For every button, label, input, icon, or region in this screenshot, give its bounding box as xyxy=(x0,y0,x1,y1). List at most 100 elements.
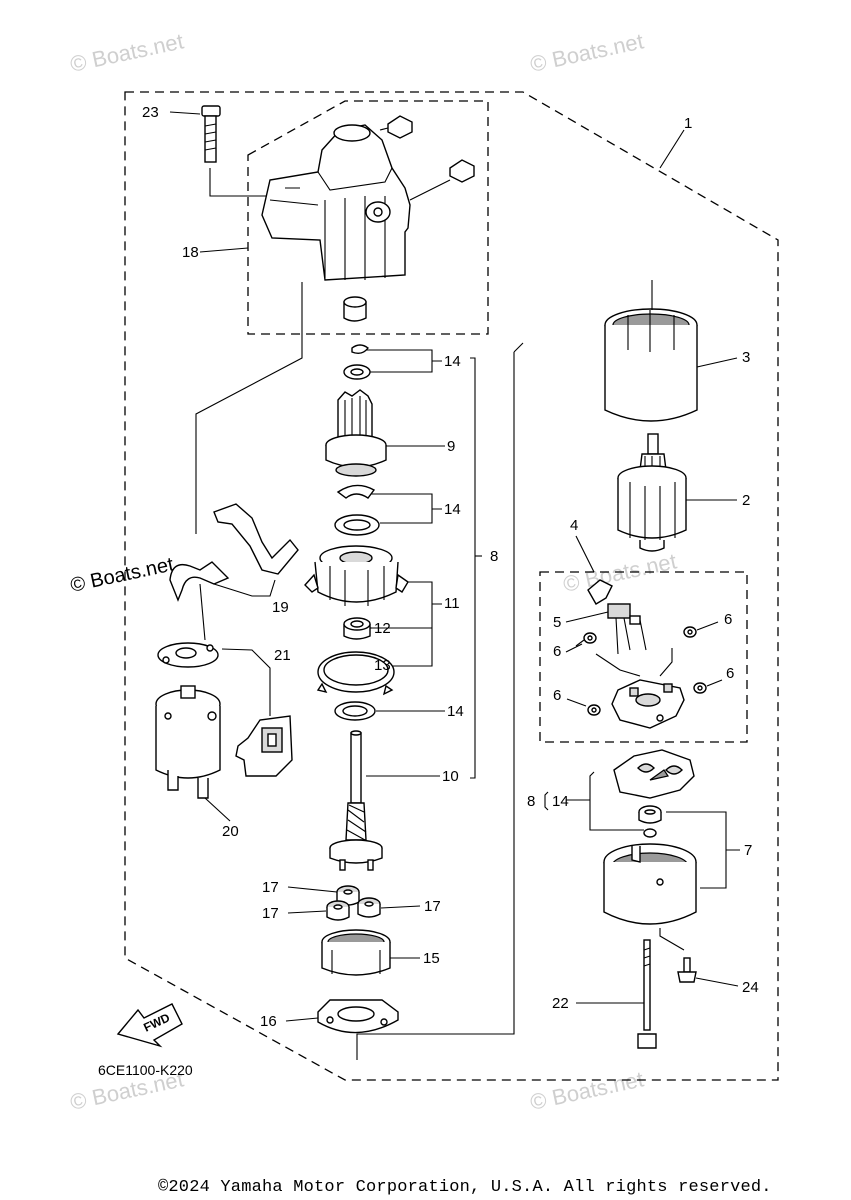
leader-17b xyxy=(287,910,327,914)
planet-gear-17c xyxy=(357,897,381,918)
watermark: © Boats.net xyxy=(561,548,679,596)
leader-6a xyxy=(565,643,583,653)
bracket-7 xyxy=(666,811,740,889)
spring-6a xyxy=(575,632,597,647)
shift-lever-19 xyxy=(169,503,299,602)
callout-17c: 17 xyxy=(424,898,441,915)
plate-13 xyxy=(316,651,395,696)
leader-18 xyxy=(199,247,249,253)
leader-19 xyxy=(213,579,276,597)
callout-14a: 14 xyxy=(444,353,461,370)
diagram-code: 6CE1100-K220 xyxy=(98,1062,193,1078)
callout-19: 19 xyxy=(272,599,289,616)
internal-gear-15 xyxy=(321,929,391,976)
spring-6c xyxy=(587,704,601,716)
callout-labels: 1 2 3 4 5 6 6 6 6 7 8 8 9 10 11 12 13 14… xyxy=(142,104,759,1030)
line-8-right-group xyxy=(356,352,515,1060)
line-8-corner xyxy=(513,342,524,353)
leader-6c xyxy=(566,698,587,707)
callout-15: 15 xyxy=(423,950,440,967)
armature-2 xyxy=(617,433,687,552)
gear-housing-11 xyxy=(304,545,409,606)
leader-18-to-19 xyxy=(195,282,303,534)
leader-17a xyxy=(287,886,338,893)
copyright-notice: ©2024 Yamaha Motor Corporation, U.S.A. A… xyxy=(158,1178,772,1197)
solenoid-group-box xyxy=(247,100,489,335)
leader-6b xyxy=(696,621,719,631)
washer-14d xyxy=(334,514,380,536)
callout-2: 2 xyxy=(742,492,750,509)
callout-9: 9 xyxy=(447,438,455,455)
through-bolt-22 xyxy=(637,939,657,1049)
callout-23: 23 xyxy=(142,104,159,121)
callout-11: 11 xyxy=(444,595,460,612)
callout-13: 13 xyxy=(374,657,391,674)
end-plate-16 xyxy=(317,999,399,1034)
switch-20 xyxy=(155,685,221,799)
leader-6d xyxy=(706,679,723,687)
brush-holder-group-box xyxy=(539,571,748,743)
callout-12: 12 xyxy=(374,620,391,637)
callout-17b: 17 xyxy=(262,905,279,922)
shaft-10 xyxy=(329,730,383,871)
callout-6d: 6 xyxy=(726,665,734,682)
callout-14b: 14 xyxy=(444,501,461,518)
watermark: © Boats.net xyxy=(528,28,646,76)
snap-ring-14c xyxy=(336,484,376,499)
callout-22: 22 xyxy=(552,995,569,1012)
leader-gasket xyxy=(199,583,206,641)
drive-pinion-9 xyxy=(325,389,387,477)
screw-24 xyxy=(677,957,697,983)
leader-17c xyxy=(380,905,421,909)
bracket-8-14-right xyxy=(566,771,644,831)
yoke-3 xyxy=(604,308,698,422)
solenoid-18 xyxy=(261,115,475,322)
leader-21 xyxy=(221,648,271,716)
callout-10: 10 xyxy=(442,768,459,785)
callout-3: 3 xyxy=(742,349,750,366)
leader-3 xyxy=(696,357,738,368)
gasket-21 xyxy=(157,642,219,668)
callout-8-right: 8 xyxy=(527,793,535,810)
callout-1: 1 xyxy=(684,115,692,132)
snap-ring-14a xyxy=(351,344,369,355)
callout-17a: 17 xyxy=(262,879,279,896)
brush-plate xyxy=(595,648,685,729)
bushing-14-right xyxy=(638,805,662,824)
bracket-14-top xyxy=(366,349,442,373)
callout-4: 4 xyxy=(570,517,578,534)
callout-6b: 6 xyxy=(553,643,561,660)
leader-20 xyxy=(204,797,231,822)
callout-6c: 6 xyxy=(553,687,561,704)
spring-6b xyxy=(683,626,697,638)
bracket-11-13 xyxy=(392,581,442,667)
bracket-8 xyxy=(470,357,482,779)
planet-gear-17b xyxy=(326,900,350,921)
callout-8: 8 xyxy=(490,548,498,565)
callout-14d: 14 xyxy=(552,793,569,810)
bearing-12 xyxy=(343,617,371,640)
collar-14b xyxy=(343,364,371,380)
leader-24 xyxy=(695,977,739,987)
brush-5 xyxy=(587,579,647,655)
callout-20: 20 xyxy=(222,823,239,840)
spring-6d xyxy=(693,682,707,694)
bolt-23 xyxy=(169,105,286,197)
watermark: © Boats.net xyxy=(528,1066,646,1114)
cover-21 xyxy=(235,715,293,777)
watermark: © Boats.net xyxy=(68,553,176,596)
callout-5: 5 xyxy=(553,614,561,631)
callout-6a: 6 xyxy=(724,611,732,628)
rear-cover-7 xyxy=(603,843,697,925)
bracket-14-mid xyxy=(370,493,442,524)
bracket-8-14-symbol xyxy=(544,791,549,811)
leader-1 xyxy=(659,129,685,169)
washer-small xyxy=(643,828,657,838)
callout-18: 18 xyxy=(182,244,199,261)
fwd-arrow-icon: FWD xyxy=(116,1003,183,1048)
leader-4 xyxy=(575,535,595,573)
callout-24: 24 xyxy=(742,979,759,996)
callout-16: 16 xyxy=(260,1013,277,1030)
callout-7: 7 xyxy=(744,842,752,859)
